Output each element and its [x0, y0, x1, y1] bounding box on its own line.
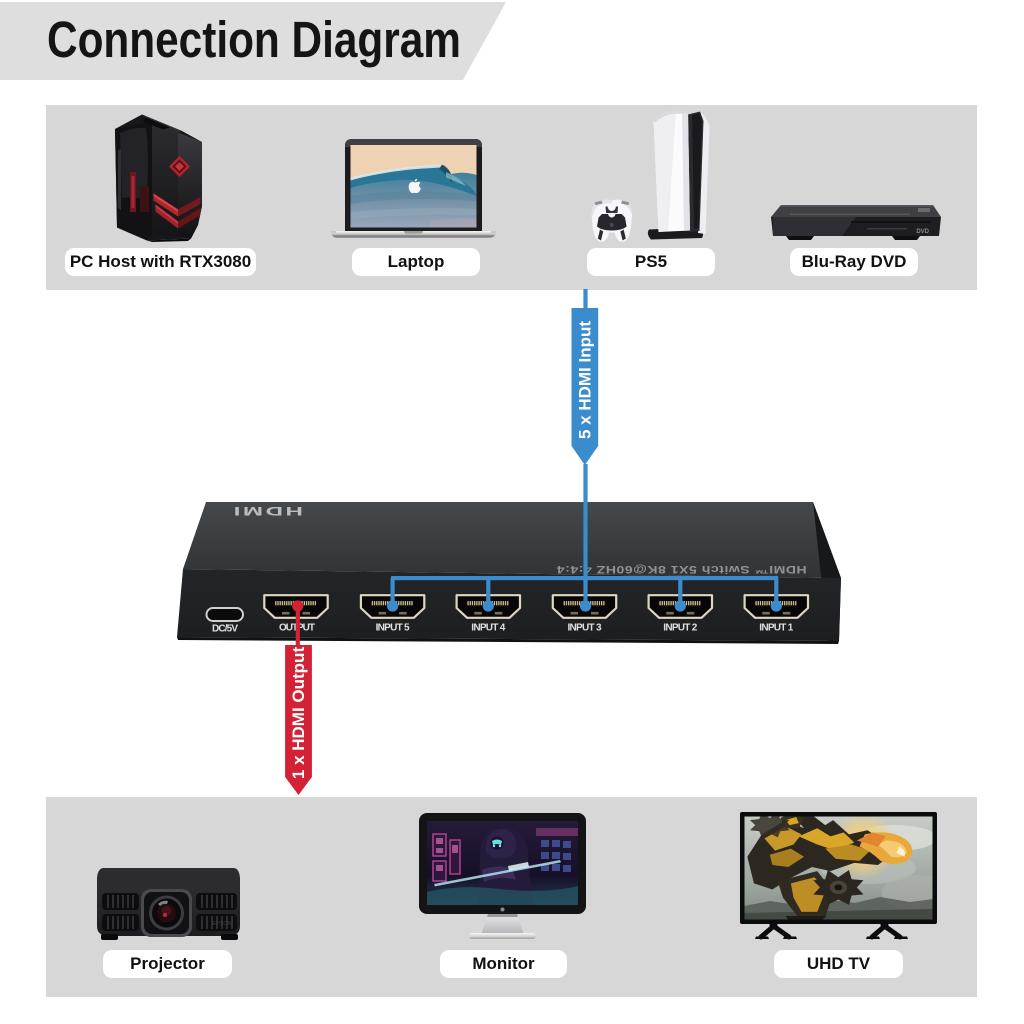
svg-text:INPUT 4: INPUT 4: [471, 623, 505, 634]
svg-text:INPUT 2: INPUT 2: [663, 623, 697, 634]
svg-text:HDMI: HDMI: [231, 504, 303, 517]
svg-text:INPUT 5: INPUT 5: [376, 623, 410, 634]
svg-text:DC/5V: DC/5V: [212, 624, 238, 635]
svg-text:1 x HDMI Output: 1 x HDMI Output: [289, 647, 308, 780]
svg-text:INPUT 1: INPUT 1: [759, 623, 793, 634]
svg-text:DVD: DVD: [916, 229, 929, 235]
svg-text:HDMI™ Switch 5X1 8K@60HZ 4:4:4: HDMI™ Switch 5X1 8K@60HZ 4:4:4: [556, 564, 806, 576]
svg-text:EPSON: EPSON: [212, 921, 231, 927]
svg-text:5 x HDMI Input: 5 x HDMI Input: [575, 321, 594, 439]
svg-text:INPUT 3: INPUT 3: [568, 623, 602, 634]
